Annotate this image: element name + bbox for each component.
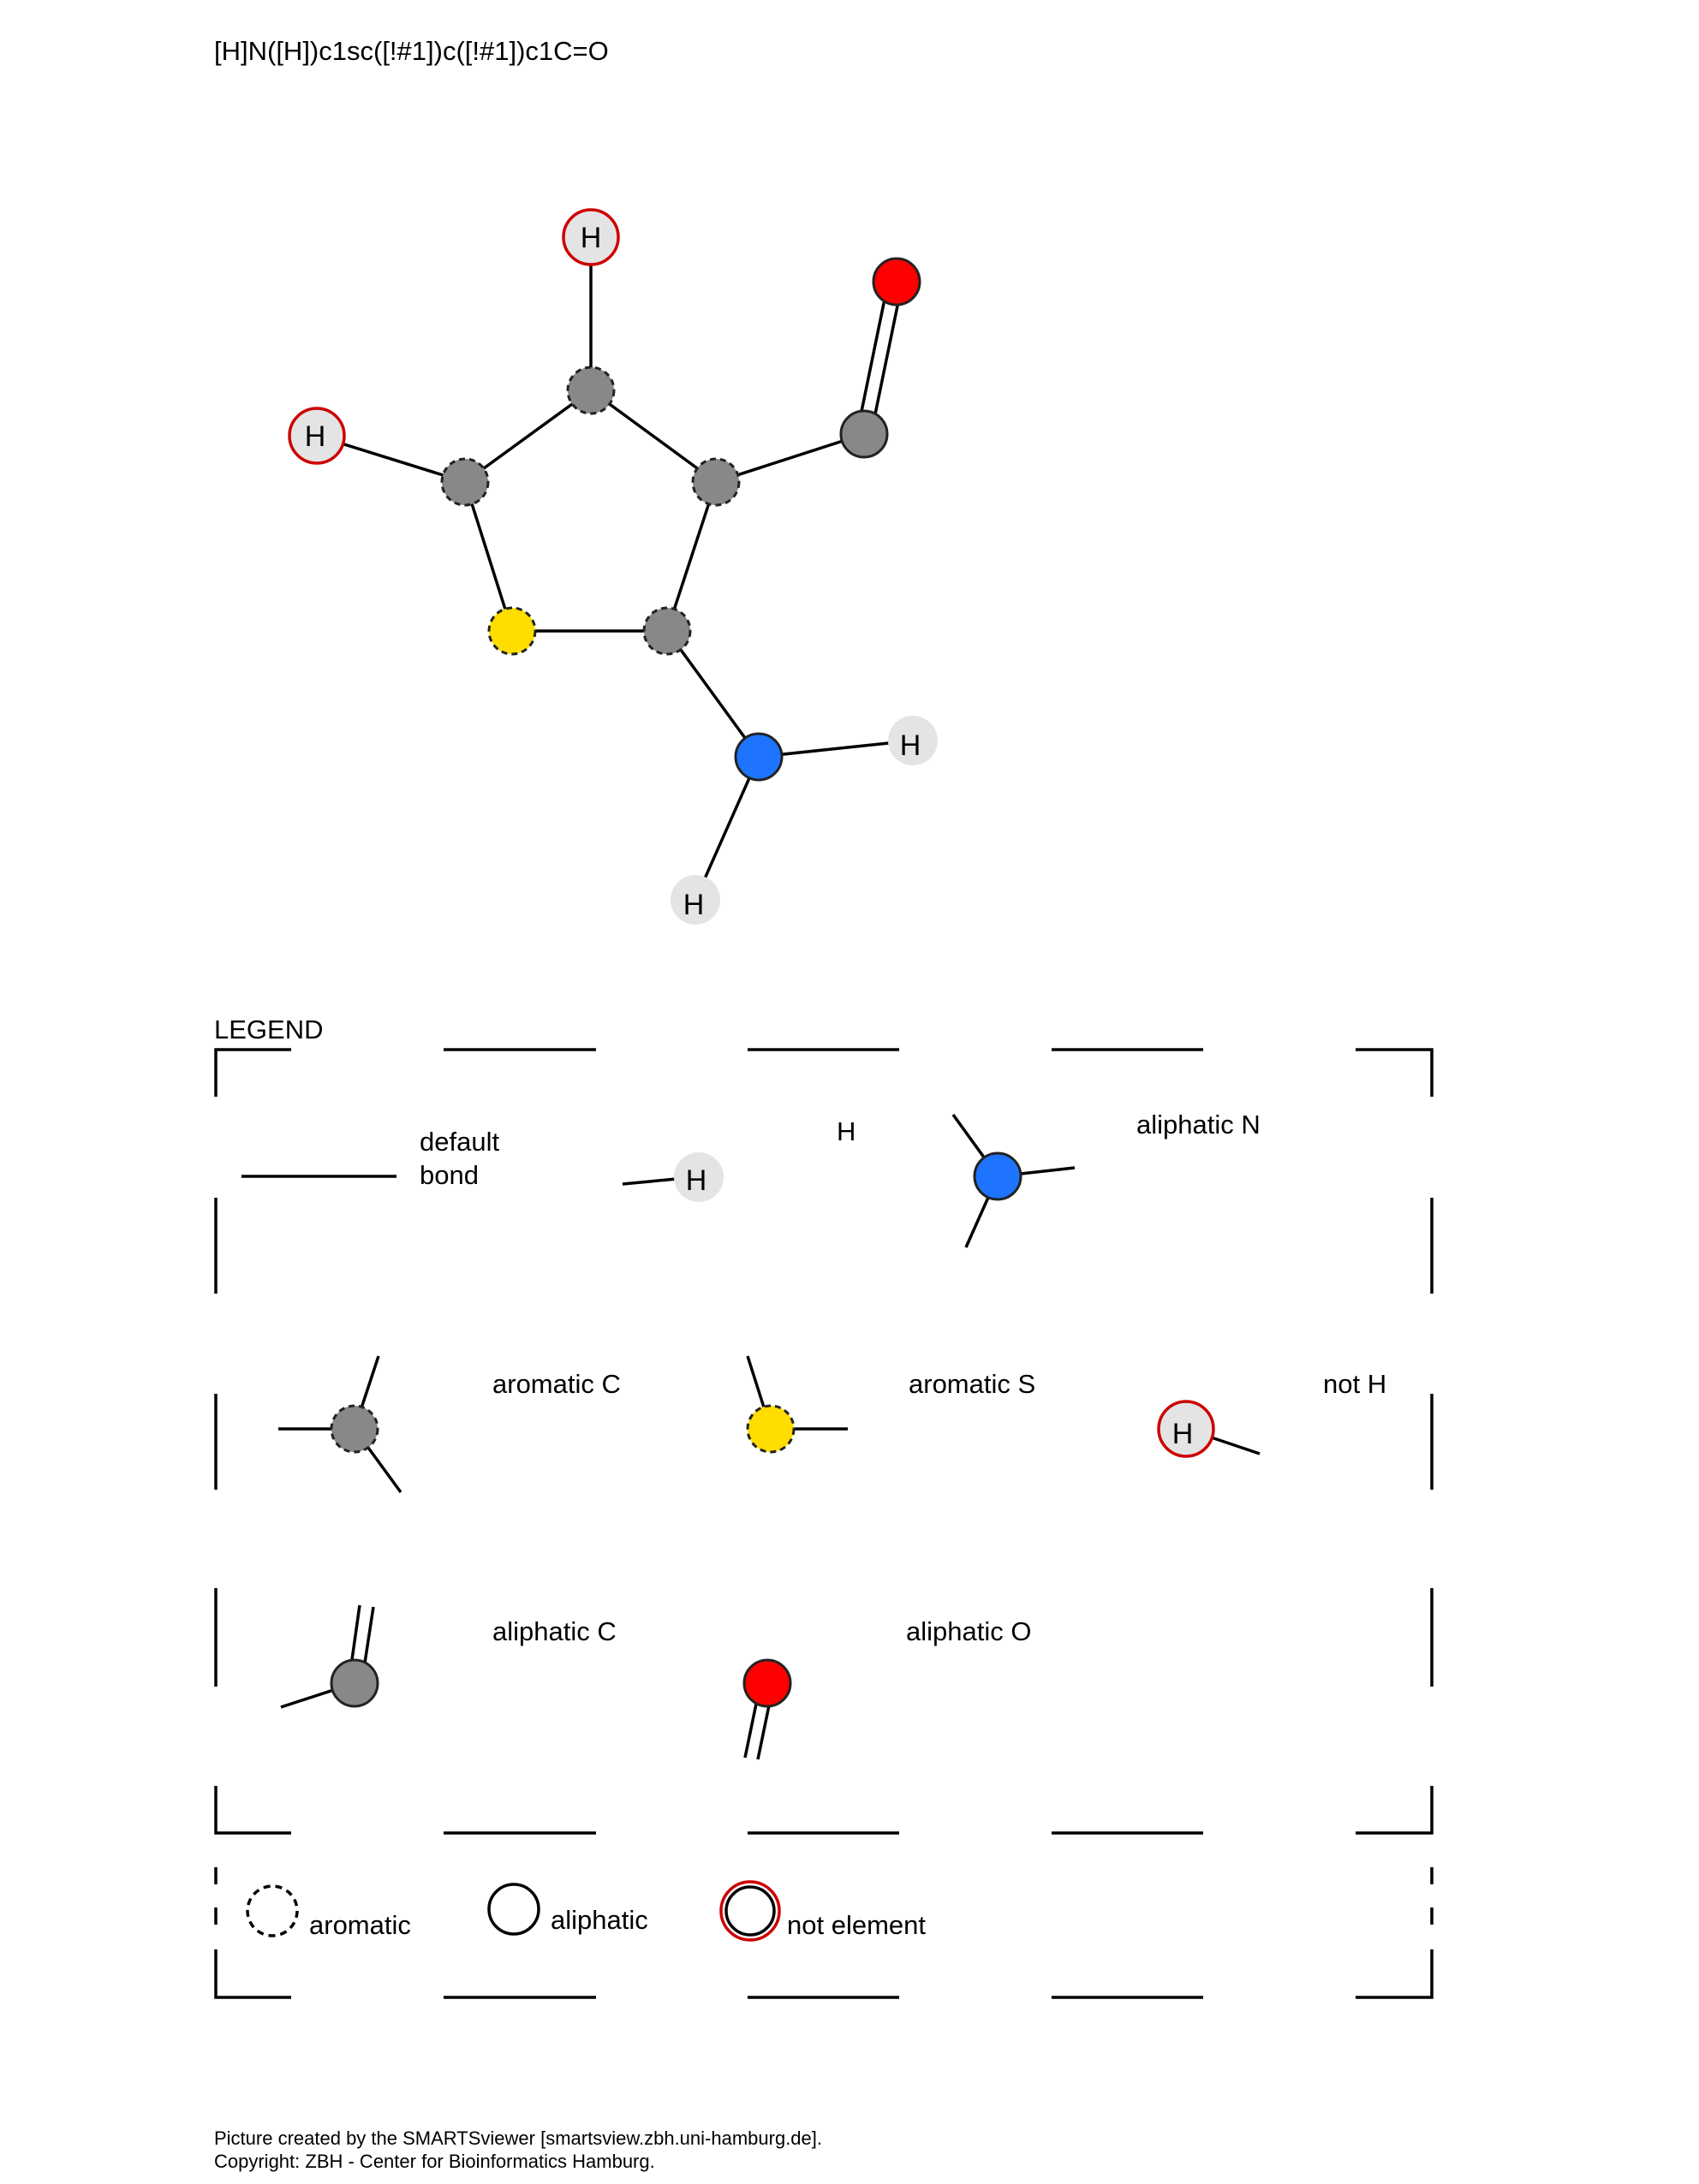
legend-aliphatic-o: aliphatic O [742,1616,1031,1760]
style-aromatic: aromatic [246,1884,411,1940]
legend-default-bond: default bond [241,1127,499,1190]
aliphatic-oxygen [872,257,921,306]
bond-n-h2 [694,756,760,901]
footer-credit: Picture created by the SMARTSviewer [sma… [214,2127,822,2149]
bond-c4-cald [715,432,865,484]
style-aliphatic: aliphatic [487,1883,648,1936]
hydrogen-right: H [888,716,938,765]
legend-aliphatic-n: aliphatic N [951,1110,1261,1248]
svg-text:H: H [1172,1418,1194,1450]
aromatic-carbon-c3 [566,366,616,415]
legend-hydrogen: H H [622,1116,855,1202]
style-not-element: not element [719,1880,926,1942]
bond-n-h1 [758,739,914,759]
aromatic-sulfur [487,606,537,656]
smarts-string: [H]N([H])c1sc([!#1])c([!#1])c1C=O [214,36,609,66]
svg-text:H: H [683,889,705,921]
legend-not-h: H not H [1157,1369,1386,1458]
bond-c2-c3 [463,389,593,484]
svg-text:aliphatic N: aliphatic N [1136,1110,1261,1140]
bond-c4-c5 [665,481,718,632]
svg-text:not element: not element [787,1910,926,1940]
svg-text:aliphatic: aliphatic [551,1905,648,1935]
bond-c2-s [463,481,514,632]
hydrogen-not-element-top: H [562,208,620,266]
svg-text:H: H [305,420,326,453]
hydrogen-bottom: H [671,875,720,925]
svg-text:not H: not H [1323,1369,1386,1399]
molecule: H H H H [288,208,938,925]
svg-text:aliphatic C: aliphatic C [492,1616,617,1646]
aromatic-carbon-c5 [642,606,692,656]
aliphatic-carbon [839,409,889,459]
legend-aromatic-c: aromatic C [278,1355,621,1494]
legend-heading: LEGEND [214,1015,323,1044]
svg-text:aliphatic O: aliphatic O [906,1616,1031,1646]
legend-aromatic-s: aromatic S [746,1355,1035,1454]
bond-c3-c4 [589,389,718,484]
legend-aliphatic-c: aliphatic C [280,1604,617,1709]
bond-co-double-b [869,284,903,436]
svg-text:H: H [837,1116,855,1146]
svg-text:H: H [581,222,602,254]
legend-frame [214,1048,1434,1835]
style-legend-frame [214,1867,1434,1999]
svg-text:aromatic C: aromatic C [492,1369,621,1399]
svg-text:H: H [686,1164,707,1197]
svg-text:aromatic: aromatic [309,1910,411,1940]
footer-copyright: Copyright: ZBH - Center for Bioinformati… [214,2151,655,2172]
svg-text:bond: bond [420,1160,479,1190]
bond-co-double-a [855,282,890,433]
aromatic-carbon-c4 [691,457,741,507]
bond-c5-n [665,629,760,759]
aliphatic-nitrogen [734,732,784,782]
svg-text:aromatic S: aromatic S [909,1369,1035,1399]
aromatic-carbon-c2 [440,457,490,507]
svg-text:default: default [420,1127,499,1157]
svg-text:H: H [900,729,921,762]
hydrogen-not-element-left: H [288,407,346,465]
